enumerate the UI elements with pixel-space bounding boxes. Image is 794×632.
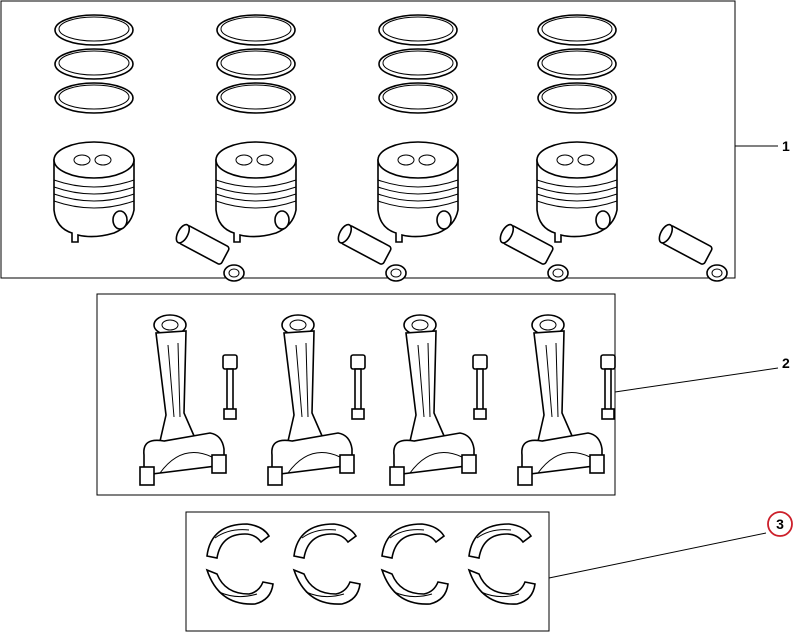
conrod-unit-2[interactable] — [267, 314, 366, 486]
bearing-unit-2[interactable] — [293, 523, 361, 605]
callout-label-3[interactable]: 3 — [776, 516, 784, 532]
callout-label-2[interactable]: 2 — [782, 355, 790, 371]
callout-leader-2 — [614, 367, 779, 393]
piston-unit-2[interactable] — [215, 14, 407, 282]
conrod-unit-4[interactable] — [517, 314, 616, 486]
bearing-unit-3[interactable] — [381, 523, 449, 605]
conrod-unit-3[interactable] — [389, 314, 488, 486]
bearing-unit-4[interactable] — [468, 523, 536, 605]
piston-unit-3[interactable] — [377, 14, 569, 282]
piston-unit-4[interactable] — [536, 14, 728, 282]
conrod-set-frame — [96, 293, 616, 496]
callout-label-1[interactable]: 1 — [782, 138, 790, 154]
bearing-set-frame — [185, 511, 550, 632]
piston-set-frame — [0, 0, 736, 279]
callout-highlight-circle-3 — [767, 511, 793, 537]
callout-leader-3 — [548, 532, 767, 579]
bearing-unit-1[interactable] — [206, 523, 274, 605]
conrod-unit-1[interactable] — [139, 314, 238, 486]
piston-unit-1[interactable] — [53, 14, 245, 282]
